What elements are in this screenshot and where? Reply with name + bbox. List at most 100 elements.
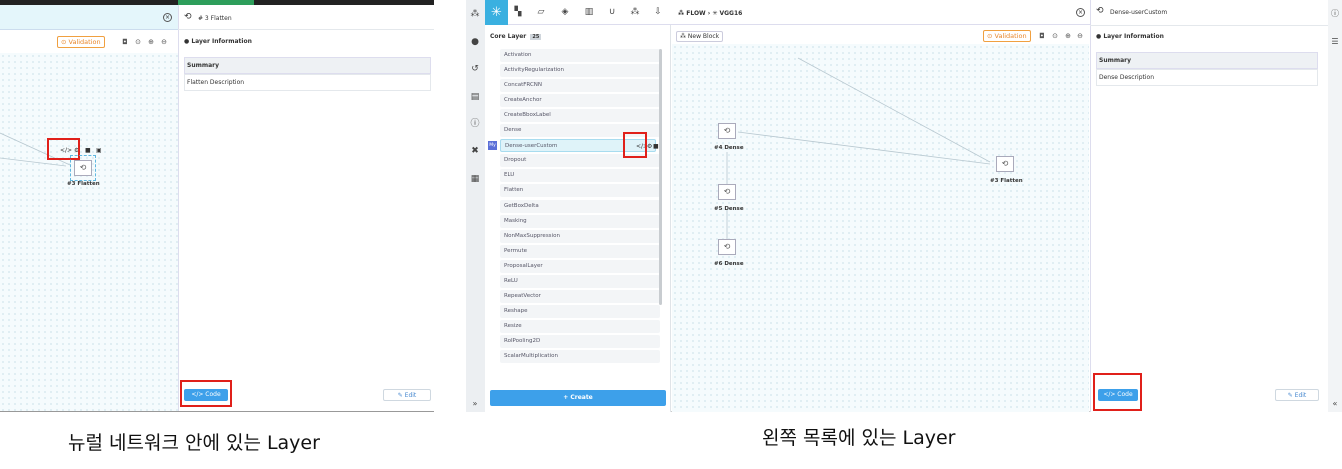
camera-icon[interactable]: ◘ [1039, 32, 1045, 40]
validation-button[interactable]: ⊙ Validation [57, 36, 105, 48]
right-network-canvas[interactable] [672, 44, 1089, 412]
summary-label: Summary [187, 62, 220, 69]
expand-icon[interactable]: » [472, 399, 478, 408]
edit-button[interactable]: ✎ Edit [383, 389, 431, 401]
code-button-label: Code [205, 391, 221, 398]
item-settings-icon[interactable]: ⚙ [647, 143, 653, 150]
layer-list-item[interactable]: ActivityRegularization [500, 64, 660, 78]
info-icon[interactable]: ⓘ [1331, 9, 1339, 18]
layer-information-label: Layer Information [191, 38, 252, 45]
trash-icon[interactable]: ■ [85, 147, 91, 154]
breadcrumb-model[interactable]: VGG16 [719, 10, 743, 17]
layer-list-item[interactable]: Flatten [500, 184, 660, 198]
code-button[interactable]: </> Code [1098, 389, 1138, 401]
new-block-label: New Block [687, 33, 720, 40]
info-icon[interactable]: ⓘ [470, 119, 480, 129]
user-icon[interactable]: ● [471, 37, 479, 47]
right-edges [726, 57, 991, 239]
layer-panel-icon: ⟲ [184, 12, 192, 22]
zoom-in-icon[interactable]: ⊕ [148, 38, 154, 46]
new-block-button[interactable]: ⁂ New Block [676, 31, 724, 42]
zoom-fit-icon[interactable]: ⊙ [135, 38, 141, 46]
layer-list-item[interactable]: Resize [500, 319, 660, 333]
layer-list-item[interactable]: CreateBboxLabel [500, 109, 660, 123]
cluster-icon[interactable]: ⁂ [630, 7, 640, 17]
validation-button[interactable]: ⊙ Validation [983, 30, 1031, 42]
collapse-icon[interactable]: « [1332, 399, 1338, 408]
layer-node-icon: ⟲ [723, 187, 731, 196]
history-icon[interactable]: ↺ [471, 64, 479, 74]
settings-icon[interactable]: ⚙ [74, 147, 80, 154]
layer-list-item[interactable]: RoIPooling2D [500, 334, 660, 348]
node-flatten-3[interactable]: ⟲ [996, 156, 1014, 172]
layer-list-item[interactable]: GetBoxDelta [500, 199, 660, 213]
list-scrollbar[interactable] [659, 49, 662, 305]
layer-list-item[interactable]: Dense [500, 124, 660, 138]
highlight-code-button [1093, 373, 1142, 411]
layer-information-header[interactable]: ● Layer Information [1096, 33, 1164, 40]
layer-node-icon: ⟲ [723, 242, 731, 251]
calendar-icon[interactable]: ▦ [470, 174, 480, 184]
run-button[interactable] [178, 0, 254, 5]
layer-list-item[interactable]: CreateAnchor [500, 94, 660, 108]
left-canvas-header [0, 5, 178, 30]
camera-icon[interactable]: ◘ [122, 38, 128, 46]
layer-list-item[interactable]: NonMaxSuppression [500, 229, 660, 243]
tools-icon[interactable]: ✖ [471, 146, 479, 156]
layer-information-header[interactable]: ● Layer Information [184, 38, 252, 45]
node-dense-6[interactable]: ⟲ [718, 239, 736, 255]
layer-list-item[interactable]: Masking [500, 214, 660, 228]
layer-list-item[interactable]: RepeatVector [500, 289, 660, 303]
layer-list-item[interactable]: Permute [500, 244, 660, 258]
flow-curve-icon[interactable]: ∪ [608, 7, 616, 17]
node-dense-5[interactable]: ⟲ [718, 184, 736, 200]
layer-list-item[interactable]: Dense-userCustom [500, 139, 656, 153]
zoom-fit-icon[interactable]: ⊙ [1052, 32, 1058, 40]
highlight-code-button [180, 380, 232, 407]
node-flatten-3-label: #3 Flatten [990, 178, 1023, 184]
file-icon[interactable]: ▤ [470, 92, 480, 102]
node-dense-4[interactable]: ⟲ [718, 123, 736, 139]
chart-icon[interactable]: ▱ [537, 7, 545, 17]
flow-icon: ⁂ [678, 10, 685, 17]
layers-icon[interactable]: ▚ [514, 7, 522, 17]
logo-icon[interactable]: ⁂ [470, 9, 480, 19]
summary-header [1096, 52, 1318, 69]
layer-list-item[interactable]: ScalarMultiplication [500, 350, 660, 363]
left-network-canvas[interactable] [0, 53, 178, 411]
layer-list-item[interactable]: Activation [500, 49, 660, 62]
left-screenshot: × ⊙ Validation ◘ ⊙ ⊕ ⊖ </> ⚙ ■ ▣ ⟲ #3 Fl… [0, 0, 434, 412]
layer-list-item[interactable]: Dropout [500, 154, 660, 168]
node-flatten-label: #3 Flatten [67, 181, 100, 187]
close-circle-icon[interactable]: × [1076, 8, 1085, 17]
close-circle-icon[interactable]: × [163, 13, 172, 22]
edit-button[interactable]: ✎ Edit [1275, 389, 1319, 401]
node-flatten[interactable]: ⟲ [74, 160, 92, 176]
list-icon[interactable]: ☰ [1331, 37, 1339, 46]
layer-list-item[interactable]: Reshape [500, 304, 660, 318]
stack-icon[interactable]: ◈ [561, 7, 569, 17]
panel-title: Dense-userCustom [1110, 9, 1168, 16]
layer-list-item[interactable]: ConcatFRCNN [500, 79, 660, 93]
icon-sidebar [466, 0, 485, 412]
save-icon[interactable]: ▣ [96, 147, 102, 154]
breadcrumb-flow[interactable]: FLOW [686, 10, 706, 17]
download-icon[interactable]: ⇩ [654, 7, 662, 17]
zoom-out-icon[interactable]: ⊖ [161, 38, 167, 46]
zoom-out-icon[interactable]: ⊖ [1077, 32, 1083, 40]
layer-list-item[interactable]: ReLU [500, 274, 660, 288]
code-button-label: Code [1117, 391, 1133, 398]
item-code-icon[interactable]: </> [636, 143, 649, 150]
core-layer-label: Core Layer [490, 33, 527, 40]
zoom-in-icon[interactable]: ⊕ [1065, 32, 1071, 40]
bar-chart-icon[interactable]: ▥ [584, 7, 594, 17]
code-button[interactable]: </> Code [184, 389, 228, 401]
summary-value-box [1096, 69, 1318, 86]
item-trash-icon[interactable]: ■ [653, 143, 659, 150]
create-button[interactable]: + Create [490, 390, 666, 406]
layer-list-item[interactable]: ELU [500, 169, 660, 183]
code-icon[interactable]: </> [60, 147, 73, 154]
app-logo-icon[interactable]: ✳ [485, 0, 508, 25]
node-dense-4-label: #4 Dense [714, 145, 744, 151]
layer-list-item[interactable]: ProposalLayer [500, 259, 660, 273]
